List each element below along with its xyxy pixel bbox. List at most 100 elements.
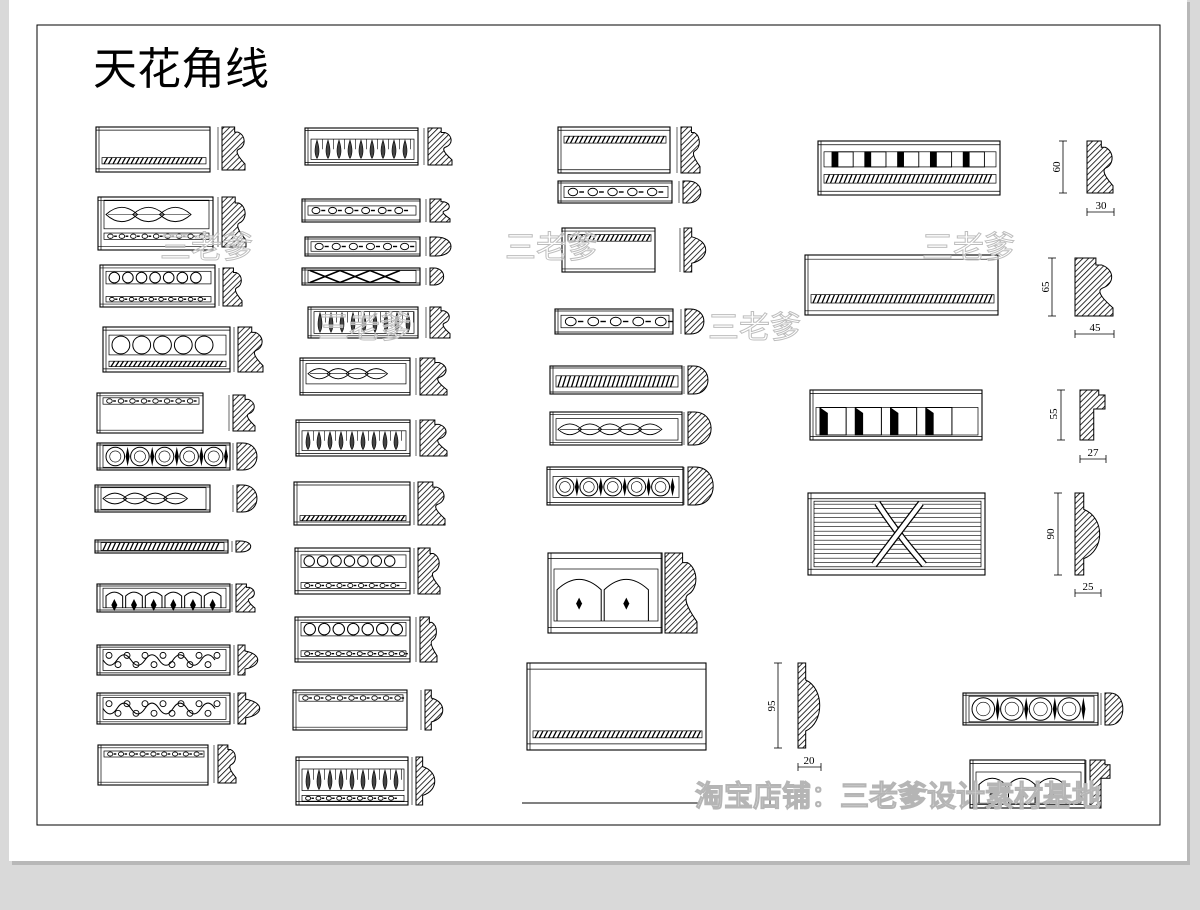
rope-strand [583, 730, 589, 739]
drop-ornament [405, 311, 411, 333]
arch-ornament [184, 591, 202, 608]
drop-ornament [349, 768, 355, 791]
rope-strand [177, 360, 183, 367]
bead [377, 651, 384, 657]
rope-strand [314, 515, 320, 522]
bead [359, 695, 367, 701]
egg-ornament [154, 446, 175, 467]
leaf-ornament [364, 368, 389, 380]
dart-ornament [670, 477, 675, 497]
molding-elevation [292, 689, 408, 731]
molding-elevation [554, 308, 674, 335]
rope-strand [656, 375, 662, 388]
ornament-band [307, 270, 417, 283]
molding-profile [232, 442, 258, 471]
molding-profile [411, 756, 436, 806]
molding-4 [102, 326, 264, 373]
profile-section [232, 394, 256, 432]
rope-strand [111, 542, 117, 551]
bead [587, 316, 600, 327]
profile-section [237, 692, 261, 725]
molding-elevation [96, 392, 204, 434]
fleur-ornament [111, 598, 118, 611]
ornament-band [813, 500, 982, 568]
bead [336, 583, 343, 588]
molding-profile [213, 744, 237, 784]
rope-strand [583, 135, 589, 144]
ornament-band [553, 568, 659, 622]
rope-strand [191, 360, 197, 367]
floral-blossom [186, 661, 194, 669]
bead [177, 296, 184, 302]
floral-blossom [123, 651, 131, 659]
elevation-outline [549, 411, 683, 446]
watermark-text: 三老爹 [318, 310, 411, 346]
drop-ornament [314, 139, 320, 159]
molding-elevation [307, 306, 419, 339]
rope-strand [129, 542, 135, 551]
rope-strand [200, 360, 206, 367]
dimension-height-label: 90 [1045, 528, 1057, 540]
molding-elevation [94, 484, 211, 513]
molding-elevation [299, 357, 411, 396]
rope-strand [197, 157, 203, 165]
drop-ornament [349, 430, 355, 451]
rope-strand [188, 157, 194, 165]
profile-section [429, 267, 445, 286]
bead [139, 751, 146, 757]
drop-ornament [360, 768, 366, 791]
bead [325, 695, 332, 701]
bead [371, 695, 378, 701]
molding-profile [218, 267, 243, 307]
rope-strand [920, 294, 926, 304]
rope-strand [633, 375, 639, 388]
rope-strand [591, 234, 597, 242]
bead [163, 398, 171, 404]
arch-ornament [203, 591, 222, 608]
rope-strand [204, 360, 210, 367]
rope-strand [328, 515, 334, 522]
leaf-ornament [162, 492, 189, 505]
rope-strand [838, 174, 844, 184]
profile-section [797, 662, 821, 749]
rope-strand [125, 157, 131, 165]
rope-strand [615, 730, 621, 739]
rope-strand [978, 294, 984, 304]
profile-section [687, 411, 712, 446]
rope-strand [852, 294, 858, 304]
arch-ornament [105, 591, 124, 608]
rope-strand [884, 294, 890, 304]
molding-39 [969, 759, 1111, 809]
rope-strand [574, 135, 580, 144]
rope-strand [933, 174, 939, 184]
rope-strand [337, 515, 343, 522]
rope-strand [597, 375, 603, 388]
fleur-ornament [150, 598, 157, 611]
rope-strand [987, 174, 993, 184]
rope-strand [596, 135, 602, 144]
bead [356, 651, 363, 657]
rope-strand [924, 294, 930, 304]
bead [141, 233, 148, 239]
rope-strand [159, 360, 165, 367]
molding-profile [233, 326, 264, 373]
rope-strand [897, 294, 903, 304]
elevation-outline [293, 481, 411, 526]
bead [302, 695, 309, 701]
rope-strand [196, 542, 202, 551]
rope-strand [574, 730, 580, 739]
bead [394, 206, 404, 215]
egg-ornament [1028, 697, 1053, 721]
rope-strand [942, 294, 948, 304]
rope-strand [350, 515, 356, 522]
rope-strand [210, 542, 216, 551]
profile-section [222, 267, 243, 307]
egg-ornament [651, 477, 670, 497]
rope-strand [209, 360, 215, 367]
rope-strand [629, 375, 635, 388]
bead [314, 651, 321, 657]
bead [128, 751, 135, 757]
watermark-text: 三老爹 [160, 230, 253, 266]
rope-strand [843, 174, 849, 184]
rope-strand [579, 375, 585, 388]
